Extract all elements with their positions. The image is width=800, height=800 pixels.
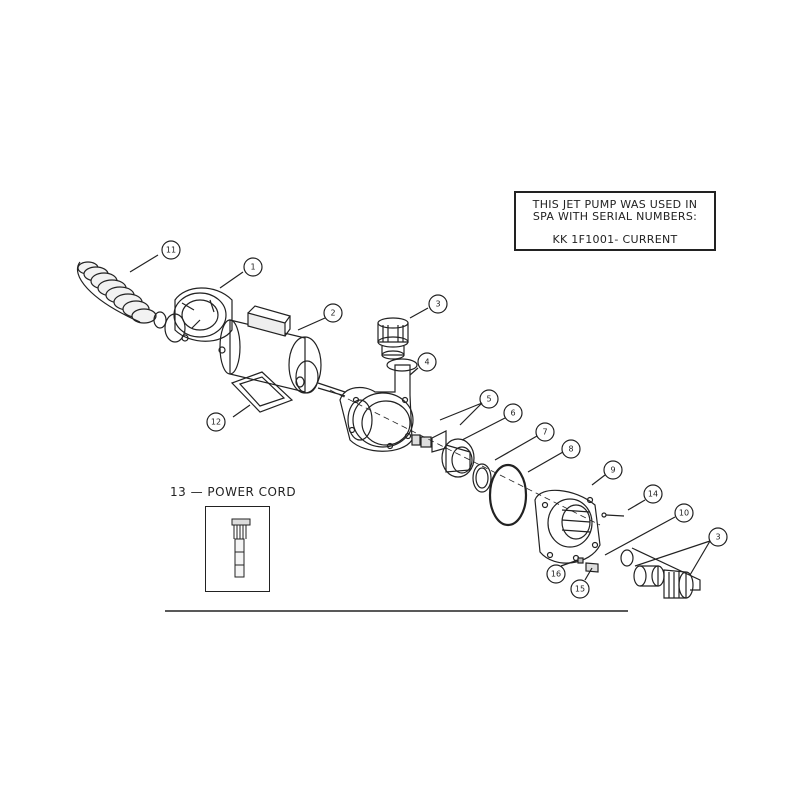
callout-12: 12 (211, 418, 221, 427)
callout-12-circle (206, 412, 226, 432)
part-3-top-union (377, 317, 409, 360)
callout-5-circle (479, 389, 499, 409)
part-6-impeller (441, 438, 475, 478)
callout-5: 5 (486, 395, 491, 404)
part-16-plug (577, 557, 584, 564)
callout-6-circle (503, 403, 523, 423)
callout-2-circle (323, 303, 343, 323)
part-4-pump-housing (339, 358, 418, 452)
callout-10: 10 (679, 509, 689, 518)
callout-3a: 3 (435, 300, 440, 309)
part-11-hose (76, 261, 167, 329)
part-1-end-bell (164, 287, 233, 354)
callout-15: 15 (575, 585, 585, 594)
callout-9: 9 (610, 466, 615, 475)
callout-4-circle (417, 352, 437, 372)
part-2-motor (219, 305, 346, 397)
part-14-screw (601, 512, 625, 518)
callout-7-circle (535, 422, 555, 442)
serial-note-box: THIS JET PUMP WAS USED IN SPA WITH SERIA… (514, 191, 716, 251)
callout-15-circle (570, 579, 590, 599)
part-7-wear-ring (472, 463, 492, 493)
part-10-o-ring (620, 549, 634, 567)
part-9-face-plate (534, 489, 601, 564)
serial-note-line-2: SPA WITH SERIAL NUMBERS: (532, 210, 698, 223)
callout-6: 6 (510, 409, 515, 418)
callout-8-circle (561, 439, 581, 459)
callout-10-circle (674, 503, 694, 523)
serial-note-line-1: THIS JET PUMP WAS USED IN (532, 198, 698, 211)
callout-16: 16 (551, 570, 561, 579)
callout-14-circle (643, 484, 663, 504)
callout-8: 8 (568, 445, 573, 454)
part-seal-set (411, 430, 447, 453)
callout-2: 2 (330, 309, 335, 318)
callout-3b: 3 (715, 533, 720, 542)
part-12-motor-base (230, 371, 294, 413)
power-cord-drawing (231, 518, 251, 578)
callout-1: 1 (250, 263, 255, 272)
callout-4: 4 (424, 358, 429, 367)
callout-11-circle (161, 240, 181, 260)
callout-11: 11 (166, 246, 176, 255)
power-cord-box (205, 506, 270, 592)
callout-14: 14 (648, 490, 658, 499)
callout-9-circle (603, 460, 623, 480)
power-cord-label: 13 — POWER CORD (170, 485, 297, 499)
callout-7: 7 (542, 428, 547, 437)
callout-1-circle (243, 257, 263, 277)
part-8-o-ring (488, 463, 528, 527)
callout-16-circle (546, 564, 566, 584)
part-15-drain-plug (585, 562, 599, 573)
serial-note-line-3: KK 1F1001- CURRENT (552, 233, 678, 246)
callout-3a-circle (428, 294, 448, 314)
callout-3b-circle (708, 527, 728, 547)
part-3-side-union (633, 565, 694, 599)
